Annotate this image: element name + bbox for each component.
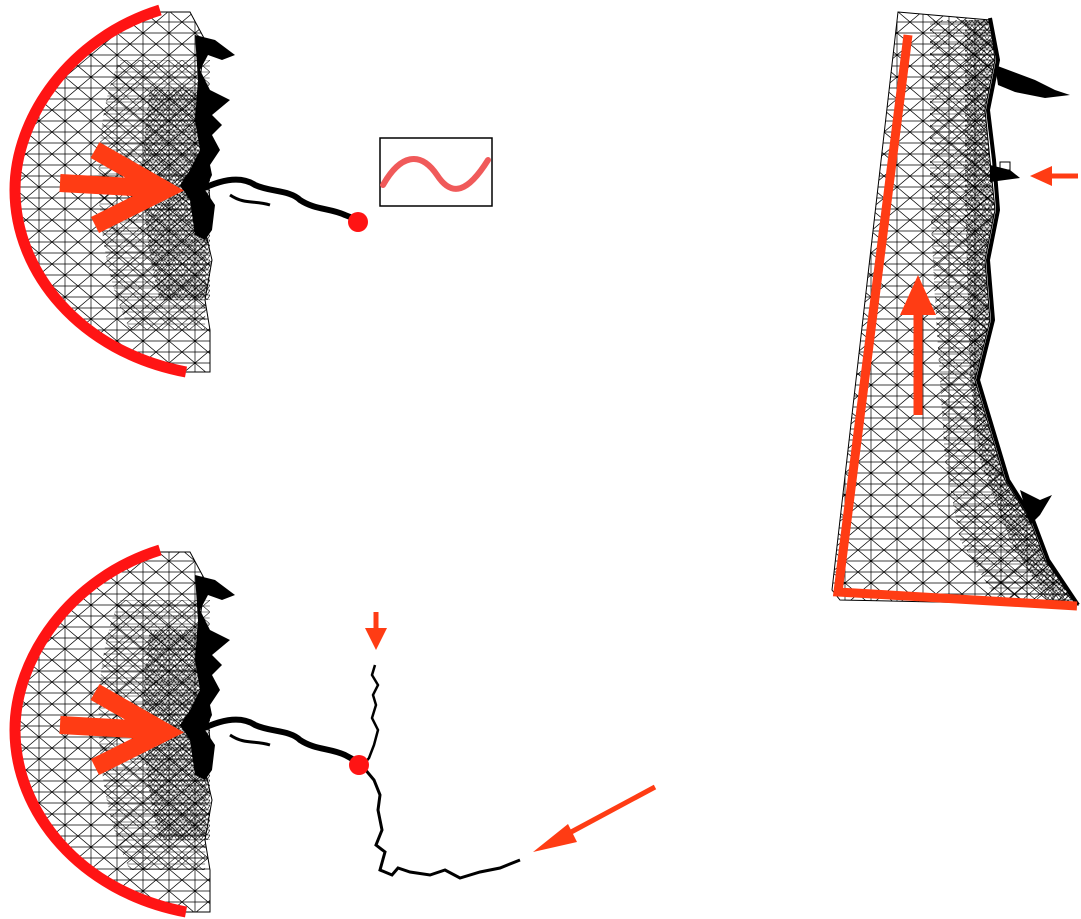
river-south [362,767,521,880]
sine-wave-icon [380,156,491,192]
offshore-boundary [832,34,1078,611]
estuary-channel [198,716,360,765]
alongshore-arrow [900,275,936,415]
inflow-arrow [59,684,185,776]
estuary-mesh-top [9,4,493,378]
estuary-coast [180,35,235,240]
river-north [363,664,380,765]
river-inflow-arrow [1030,166,1078,186]
coastal-mesh-right [831,11,1080,611]
open-ocean-boundary [9,544,188,918]
upstream-arrow-north [365,612,387,650]
upstream-arrow-southeast [533,784,657,852]
estuary-coast [180,575,235,780]
tidal-signal-inset [379,137,493,207]
estuary-mesh-bottom [9,544,657,918]
estuary-channel [198,176,360,223]
river-end-point [348,212,368,232]
inflow-arrow [59,142,185,234]
open-ocean-boundary [9,4,188,378]
river-junction-point [349,755,369,775]
